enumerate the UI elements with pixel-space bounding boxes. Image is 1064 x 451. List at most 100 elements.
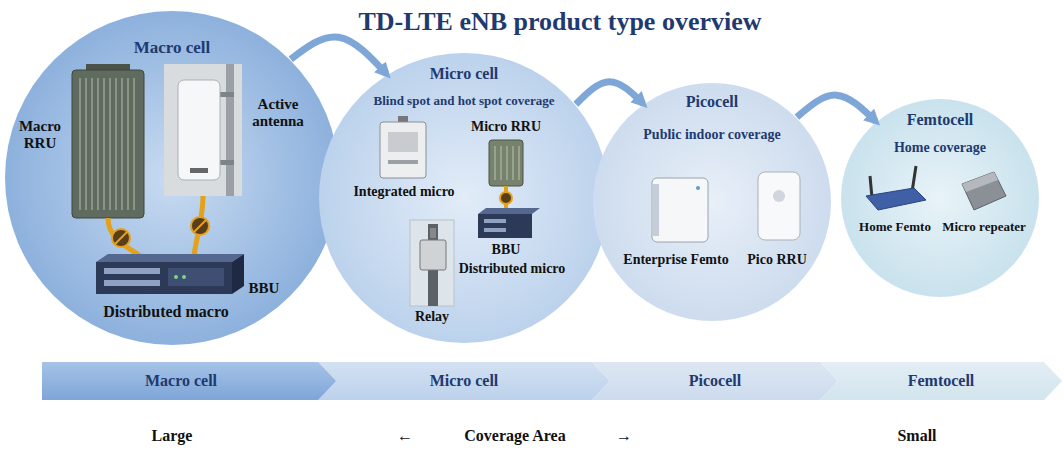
label-anchor: Distributed macro [103, 303, 228, 321]
femto-led [696, 186, 700, 190]
coverage-band: Macro cell [42, 362, 338, 400]
integrated-micro-icon [380, 116, 426, 178]
pico-rru-icon [758, 172, 800, 240]
micro-body [380, 122, 426, 178]
label-anchor: Home Femto [859, 220, 931, 235]
rru-fins [495, 146, 519, 180]
equipment-label: Pico RRU [747, 252, 807, 268]
cell-name: Macro cell [134, 38, 211, 58]
photo-ground [164, 64, 242, 196]
bbu-front [96, 262, 232, 294]
bbu-slot [484, 228, 506, 232]
label-anchor: Integrated micro [353, 184, 454, 200]
label-anchor: Coverage Area [464, 427, 565, 445]
micro-vent [388, 160, 418, 164]
bbu-top [478, 208, 540, 214]
coverage-band: Femtocell [820, 362, 1062, 400]
equipment-label: Home Femto [859, 220, 931, 235]
equipment-label: Enterprise Femto [623, 252, 728, 268]
coverage-band: Picocell [592, 362, 838, 400]
chevron-fill [592, 362, 838, 400]
label-anchor: Micro RRU [471, 119, 541, 135]
cell-name: Picocell [686, 92, 738, 111]
bbu-slot [104, 268, 160, 274]
equipment-label: Micro RRU [471, 119, 541, 135]
pico-logo [773, 190, 785, 202]
connector-mark [194, 220, 206, 232]
diagram-title: TD-LTE eNB product type overview [359, 6, 762, 37]
equipment-label: Distributed micro [459, 261, 566, 277]
rru-fins [80, 78, 134, 210]
enterprise-femto-icon [652, 178, 708, 242]
bbu-slot [484, 219, 506, 223]
label-anchor: Enterprise Femto [623, 252, 728, 268]
direction-arrow: → [616, 427, 632, 445]
micro-panel [388, 132, 418, 152]
direction-arrow: ← [397, 427, 413, 445]
curved-arrow [576, 82, 643, 104]
equipment-label: Integrated micro [353, 184, 454, 200]
label-anchor: → [616, 427, 632, 445]
coverage-description: Blind spot and hot spot coverage [374, 93, 555, 109]
equipment-label: BBU [249, 280, 280, 297]
chevron-fill [42, 362, 338, 400]
coverage-description: Public indoor coverage [643, 127, 780, 144]
label-anchor: Pico RRU [747, 252, 807, 268]
equipment-label: Distributed macro [103, 303, 228, 321]
antenna-port [190, 168, 208, 173]
cell-name: Femtocell [907, 110, 974, 129]
rru-body [489, 140, 523, 186]
band-label: Picocell [689, 371, 741, 390]
coverage-circle: FemtocellHome coverage [840, 98, 1040, 298]
equipment-label: Active antenna [242, 96, 314, 131]
label-anchor: Distributed micro [459, 261, 566, 277]
label-anchor: Macro RRU [12, 118, 68, 153]
coverage-circle: PicocellPublic indoor coverage [592, 82, 832, 322]
label-anchor: Micro repeater [942, 220, 1026, 235]
rru-body [72, 70, 144, 218]
connector-mark [115, 232, 127, 244]
bbu-top [96, 254, 244, 262]
relay-box [420, 240, 446, 270]
coverage-circle: Macro cell [4, 10, 340, 346]
antenna-panel [178, 80, 220, 180]
bbu-panel [168, 268, 224, 286]
femto-body [652, 178, 708, 242]
label-anchor: Relay [415, 309, 449, 325]
label-anchor: ← [397, 427, 413, 445]
label-anchor: Large [152, 427, 193, 445]
active-antenna-icon [164, 64, 242, 196]
label-anchor: Small [897, 427, 936, 445]
cell-name: Micro cell [430, 64, 499, 83]
chevron-fill [318, 362, 610, 400]
bbu-slot [104, 280, 160, 286]
circle-fill [841, 99, 1039, 297]
equipment-label: Macro RRU [12, 118, 68, 153]
photo-ground [410, 220, 454, 306]
band-label: Femtocell [908, 371, 975, 390]
chevron-fill [820, 362, 1062, 400]
curved-arrow [797, 95, 876, 121]
cable-connector [500, 192, 512, 204]
relay-antenna [430, 228, 436, 238]
mast [226, 64, 234, 196]
scale-label: Small [897, 427, 936, 445]
curved-arrow [291, 37, 387, 74]
cable-connector [112, 229, 130, 247]
scale-label: Large [152, 427, 193, 445]
relay-icon [410, 220, 454, 306]
circle-outline [592, 82, 832, 322]
equipment-label: Relay [415, 309, 449, 325]
femto-side [652, 184, 659, 236]
equipment-label: Micro repeater [942, 220, 1026, 235]
band-label: Macro cell [145, 371, 217, 390]
title-anchor: TD-LTE eNB product type overview [359, 6, 762, 37]
coverage-band: Micro cell [318, 362, 610, 400]
circle-outline [4, 10, 340, 346]
label-anchor: BBU [492, 242, 521, 258]
circle-fill [319, 53, 609, 343]
micro-bbu-icon [478, 208, 540, 238]
cable-connector [191, 217, 209, 235]
label-anchor: BBU [249, 280, 280, 297]
